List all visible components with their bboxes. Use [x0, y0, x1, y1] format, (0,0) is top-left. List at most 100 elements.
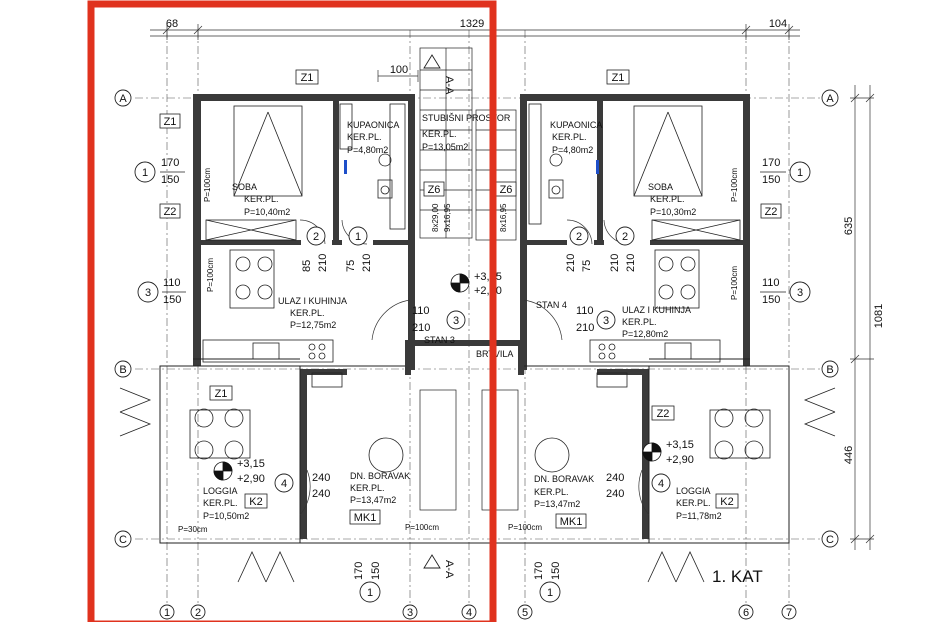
sill-loggia-left: P=30cm — [178, 525, 208, 534]
level-stair-bottom: +2,90 — [474, 285, 502, 297]
door-size-a2: 210 — [317, 254, 329, 272]
door-size-loggia-right-w: 240 — [606, 472, 624, 484]
room-boravak-left-floor: KER.PL. — [350, 483, 385, 493]
grid-col-7: 7 — [786, 607, 792, 619]
window-size-bottom-right-w: 170 — [533, 562, 545, 580]
room-loggia-left-name: LOGGIA — [203, 486, 238, 496]
grid-col-4: 4 — [466, 607, 472, 619]
window-size-r3-h: 150 — [762, 294, 780, 306]
room-loggia-left-floor: KER.PL. — [203, 498, 238, 508]
grid-row-c-left: C — [119, 534, 127, 546]
level-loggia-right-top: +3,15 — [666, 439, 694, 451]
window-size-bottom-left-h: 150 — [370, 562, 382, 580]
door-size-a1: 85 — [301, 260, 313, 272]
door-size-loggia-left-w: 240 — [312, 472, 330, 484]
door-size-stair-h: 210 — [412, 322, 430, 334]
tag-3-stair: 3 — [453, 315, 459, 327]
tag-2-c: 2 — [622, 231, 628, 243]
level-loggia-right-bottom: +2,90 — [666, 454, 694, 466]
zone-z2-b: Z2 — [765, 206, 778, 218]
dimension-lines — [150, 24, 875, 550]
zone-z2-c: Z2 — [657, 408, 670, 420]
room-boravak-right-name: DN. BORAVAK — [534, 474, 594, 484]
zone-z1-a: Z1 — [301, 72, 314, 84]
window-size-r1-w: 170 — [762, 157, 780, 169]
room-kuhinja-right-area: P=12,80m2 — [622, 329, 668, 339]
section-markers — [423, 54, 441, 569]
grid-col-5: 5 — [522, 607, 528, 619]
room-kuhinja-right-name: ULAZ I KUHINJA — [622, 305, 691, 315]
dim-top-mid: 1329 — [460, 18, 484, 30]
window-size-r1-h: 150 — [762, 174, 780, 186]
room-loggia-left-area: P=10,50m2 — [203, 511, 249, 521]
tag-4-left: 4 — [281, 478, 287, 490]
room-soba-right-area: P=10,30m2 — [650, 207, 696, 217]
door-size-loggia-right-h: 240 — [606, 488, 624, 500]
room-boravak-right-area: P=13,47m2 — [534, 499, 580, 509]
grid-row-bubbles — [114, 89, 839, 548]
section-label-top: A-A — [443, 76, 455, 95]
zone-mk1-b: MK1 — [560, 516, 583, 528]
room-soba-left-name: SOBA — [232, 182, 257, 192]
room-kuhinja-right-floor: KER.PL. — [622, 317, 657, 327]
sill-soba-left: P=100cm — [203, 168, 212, 202]
room-boravak-left-area: P=13,47m2 — [350, 495, 396, 505]
room-loggia-right-floor: KER.PL. — [676, 498, 711, 508]
room-kuhinja-left-name: ULAZ I KUHINJA — [278, 296, 347, 306]
tag-3-kitchen: 3 — [603, 315, 609, 327]
zone-z1-c: Z1 — [164, 116, 177, 128]
tag-4-right: 4 — [658, 478, 664, 490]
dim-right-total: 1081 — [873, 304, 885, 328]
walls — [193, 94, 750, 539]
tag-1-a: 1 — [355, 231, 361, 243]
grid-col-bubbles — [159, 604, 797, 620]
sill-kuhinja-right: P=100cm — [730, 266, 739, 300]
zone-z6-a: Z6 — [428, 184, 441, 196]
room-loggia-right-area: P=11,78m2 — [676, 511, 722, 521]
room-stubisni-floor: KER.PL. — [422, 129, 457, 139]
zone-k2-a: K2 — [249, 496, 262, 508]
label-stan4: STAN 4 — [536, 300, 567, 310]
tag-1-right: 1 — [797, 167, 803, 179]
sill-boravak-left: P=100cm — [405, 523, 439, 532]
room-boravak-right-floor: KER.PL. — [534, 487, 569, 497]
door-size-c1: 210 — [565, 254, 577, 272]
door-size-loggia-left-h: 240 — [312, 488, 330, 500]
grid-row-b-left: B — [119, 364, 126, 376]
door-size-d2: 210 — [625, 254, 637, 272]
window-size-l1-w: 170 — [161, 157, 179, 169]
grid-row-c-right: C — [826, 534, 834, 546]
window-size-bottom-left-w: 170 — [353, 562, 365, 580]
zone-z1-b: Z1 — [612, 72, 625, 84]
level-stair-top: +3,05 — [474, 271, 502, 283]
level-loggia-left-bottom: +2,90 — [237, 473, 265, 485]
zone-z1-d: Z1 — [215, 388, 228, 400]
zone-k2-b: K2 — [720, 496, 733, 508]
door-size-b1: 75 — [345, 260, 357, 272]
zone-z2-a: Z2 — [164, 206, 177, 218]
kitchen-counters — [202, 339, 721, 388]
tag-3-right: 3 — [797, 287, 803, 299]
room-stubisni-area: P=13,05m2 — [422, 142, 468, 152]
level-loggia-left-top: +3,15 — [237, 458, 265, 470]
window-triangles — [119, 387, 836, 583]
room-kupaonica-left-name: KUPAONICA — [347, 120, 399, 130]
room-soba-left-area: P=10,40m2 — [244, 207, 290, 217]
zone-z6-b: Z6 — [500, 184, 513, 196]
grid-col-2: 2 — [195, 607, 201, 619]
dim-top-right: 104 — [769, 18, 787, 30]
room-kupaonica-right-area: P=4,80m2 — [552, 145, 593, 155]
tag-1-bottom-right: 1 — [547, 587, 553, 599]
sill-kuhinja-left: P=100cm — [206, 258, 215, 292]
tag-2-b: 2 — [576, 231, 582, 243]
bath-blue-fixtures — [344, 160, 599, 174]
label-stan3: STAN 3 — [424, 335, 455, 345]
level-markers — [213, 273, 662, 481]
opening-tag-bubbles — [134, 161, 811, 603]
stairs — [419, 47, 519, 511]
dim-right-lower: 446 — [843, 446, 855, 464]
dim-door: 100 — [390, 64, 408, 76]
tag-2-a: 2 — [313, 231, 319, 243]
door-size-c2: 75 — [581, 260, 593, 272]
